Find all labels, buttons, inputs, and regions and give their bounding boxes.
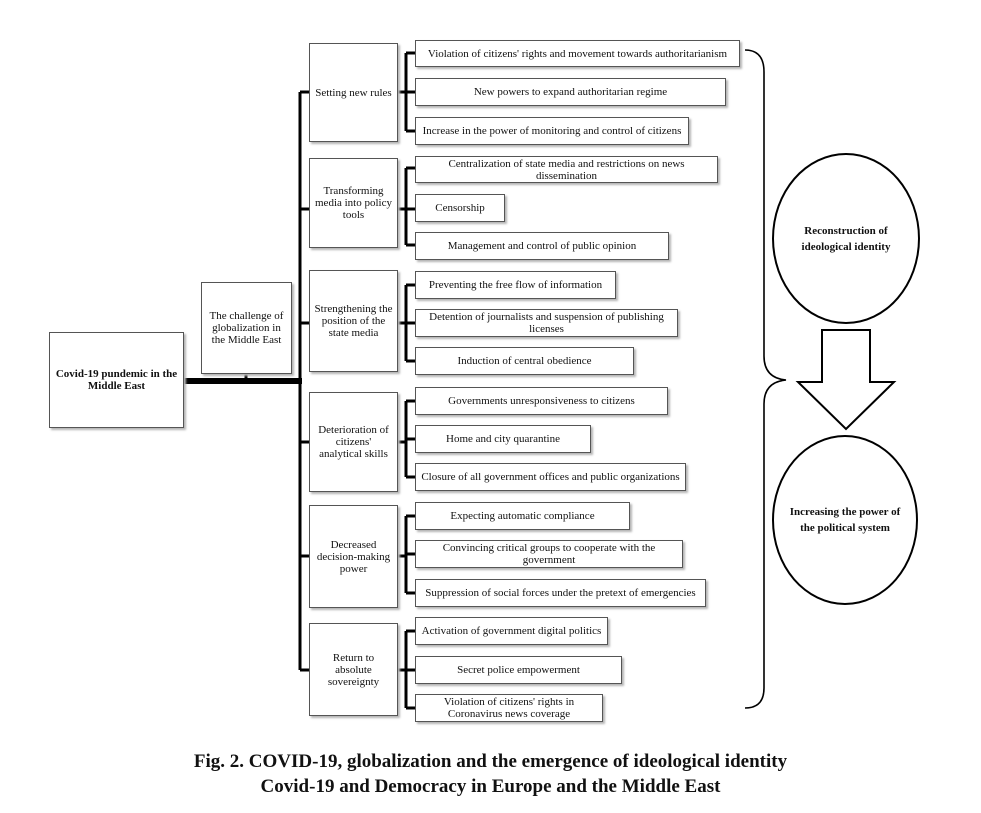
item-box: Violation of citizens' rights and moveme… <box>415 40 740 67</box>
item-box: Detention of journalists and suspension … <box>415 309 678 337</box>
category-strengthening-state-media: Strengthening the position of the state … <box>309 270 398 372</box>
item-box: Home and city quarantine <box>415 425 591 453</box>
item-box: Management and control of public opinion <box>415 232 669 260</box>
category-decreased-decision-making: Decreased decision-making power <box>309 505 398 608</box>
item-box: Secret police empowerment <box>415 656 622 684</box>
item-box: Preventing the free flow of information <box>415 271 616 299</box>
item-box: Governments unresponsiveness to citizens <box>415 387 668 415</box>
category-transforming-media: Transforming media into policy tools <box>309 158 398 248</box>
down-arrow <box>795 329 897 431</box>
item-box: Closure of all government offices and pu… <box>415 463 686 491</box>
category-return-absolute-sovereignty: Return to absolute sovereignty <box>309 623 398 716</box>
challenge-node: The challenge of globalization in the Mi… <box>201 282 292 374</box>
item-box: Activation of government digital politic… <box>415 617 608 645</box>
item-box: Expecting automatic compliance <box>415 502 630 530</box>
item-box: New powers to expand authoritarian regim… <box>415 78 726 106</box>
item-box: Convincing critical groups to cooperate … <box>415 540 683 568</box>
item-box: Violation of citizens' rights in Coronav… <box>415 694 603 722</box>
category-setting-new-rules: Setting new rules <box>309 43 398 142</box>
grouping-brace <box>744 49 787 709</box>
item-box: Suppression of social forces under the p… <box>415 579 706 607</box>
category-deterioration-analytical-skills: Deterioration of citizens' analytical sk… <box>309 392 398 492</box>
item-box: Centralization of state media and restri… <box>415 156 718 183</box>
item-box: Induction of central obedience <box>415 347 634 375</box>
outcome-circle-ideological-identity: Reconstruction of ideological identity <box>772 153 920 324</box>
item-box: Increase in the power of monitoring and … <box>415 117 689 145</box>
figure-caption-line2: Covid-19 and Democracy in Europe and the… <box>260 776 721 797</box>
item-box: Censorship <box>415 194 505 222</box>
figure-caption-line1: Fig. 2. COVID-19, globalization and the … <box>193 751 788 772</box>
root-node: Covid-19 pundemic in the Middle East <box>49 332 184 428</box>
outcome-circle-political-power: Increasing the power of the political sy… <box>772 435 918 605</box>
